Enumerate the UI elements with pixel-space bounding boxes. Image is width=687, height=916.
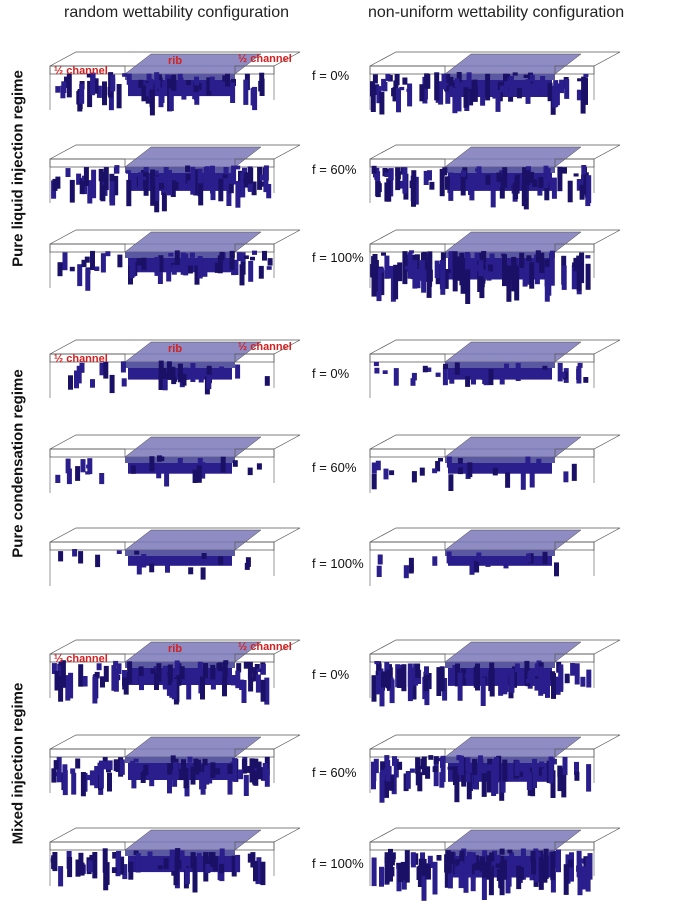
regime-label-condensation: Pure condensation regime	[9, 369, 27, 558]
column-title-nonuniform: non-uniform wettability configuration	[368, 4, 625, 21]
f-label-mixed-100: f = 100%	[312, 856, 364, 871]
panel-cond-60-random	[49, 425, 301, 509]
panel-graphic	[49, 229, 301, 291]
panel-liquid-0-random: ½ channel rib ½ channel	[49, 42, 301, 126]
label-rib: rib	[168, 643, 182, 655]
panel-mixed-100-random	[49, 818, 301, 902]
regime-label-liquid: Pure liquid injection regime	[9, 70, 27, 267]
f-label-liquid-100: f = 100%	[312, 250, 364, 265]
f-label-liquid-60: f = 60%	[312, 162, 357, 177]
f-label-cond-0: f = 0%	[312, 366, 350, 381]
panel-graphic	[49, 827, 301, 893]
f-label-liquid-0: f = 0%	[312, 68, 350, 83]
panel-graphic	[49, 527, 301, 586]
panel-cond-100-random	[49, 518, 301, 602]
regime-label-mixed: Mixed injection regime	[9, 682, 27, 845]
f-label-cond-60: f = 60%	[312, 460, 357, 475]
f-label-mixed-0: f = 0%	[312, 667, 350, 682]
panel-liquid-100-nonuniform	[369, 220, 621, 304]
panel-graphic	[369, 229, 621, 304]
panel-mixed-100-nonuniform	[369, 818, 621, 902]
label-half-channel-right: ½ channel	[238, 341, 292, 353]
panel-graphic	[369, 144, 621, 210]
panel-graphic	[369, 51, 621, 115]
panel-graphic	[49, 434, 301, 493]
label-half-channel-left: ½ channel	[54, 353, 108, 365]
panel-liquid-0-nonuniform	[369, 42, 621, 126]
label-half-channel-right: ½ channel	[238, 53, 292, 65]
label-half-channel-left: ½ channel	[54, 653, 108, 665]
panel-graphic	[369, 339, 621, 398]
panel-graphic	[369, 639, 621, 707]
panel-graphic: ½ channel rib ½ channel	[49, 339, 301, 398]
column-title-random: random wettability configuration	[64, 4, 290, 21]
panel-mixed-60-nonuniform	[369, 725, 621, 809]
label-rib: rib	[168, 343, 182, 355]
panel-graphic	[49, 734, 301, 797]
f-label-cond-100: f = 100%	[312, 556, 364, 571]
label-half-channel-right: ½ channel	[238, 641, 292, 653]
panel-mixed-0-nonuniform	[369, 630, 621, 714]
panel-liquid-60-random	[49, 135, 301, 219]
panel-liquid-60-nonuniform	[369, 135, 621, 219]
panel-cond-0-nonuniform	[369, 330, 621, 414]
panel-cond-0-random: ½ channel rib ½ channel	[49, 330, 301, 414]
panel-graphic	[49, 144, 301, 213]
panel-graphic	[369, 434, 621, 493]
panel-graphic	[369, 827, 621, 901]
panel-mixed-60-random	[49, 725, 301, 809]
panel-graphic: ½ channel rib ½ channel	[49, 639, 301, 705]
panel-mixed-0-random: ½ channel rib ½ channel	[49, 630, 301, 714]
panel-cond-100-nonuniform	[369, 518, 621, 602]
panel-graphic: ½ channel rib ½ channel	[49, 51, 301, 116]
label-rib: rib	[168, 55, 182, 67]
f-label-mixed-60: f = 60%	[312, 765, 357, 780]
panel-liquid-100-random	[49, 220, 301, 304]
panel-cond-60-nonuniform	[369, 425, 621, 509]
panel-graphic	[369, 734, 621, 803]
label-half-channel-left: ½ channel	[54, 65, 108, 77]
panel-graphic	[369, 527, 621, 586]
